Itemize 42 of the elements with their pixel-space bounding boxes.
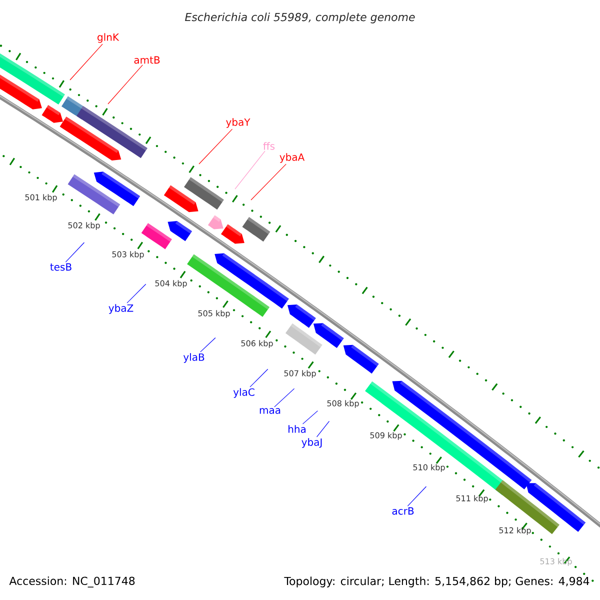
gene-label: amtB <box>134 56 160 64</box>
gene-label: ylaC <box>233 388 254 398</box>
footer-text: Topology: circular; Length: 5,154,862 bp; Genes: 4,984 <box>284 576 590 588</box>
leader-line <box>250 368 268 388</box>
gene-label: ffs <box>263 142 275 150</box>
scale-label: 513 kbp <box>540 558 572 566</box>
scale-label: 505 kbp <box>198 310 230 318</box>
gene-label: ylaB <box>183 353 204 363</box>
gene-label: ybaY <box>226 118 250 128</box>
scale-label: 506 kbp <box>241 340 273 348</box>
gene-label: maa <box>260 408 280 414</box>
leader-line <box>250 164 286 200</box>
scale-label: 507 kbp <box>284 370 316 378</box>
scale-label: 501 kbp <box>25 194 57 202</box>
gene-label: glnK <box>98 33 120 43</box>
gene-label: ybaA <box>280 153 305 163</box>
gene-label: ybaZ <box>108 304 134 314</box>
title: Escherichia coli 55989, complete genome <box>185 12 415 24</box>
leader-line <box>302 410 318 424</box>
scale-label: 502 kbp <box>68 222 100 230</box>
scale-label: 511 kbp <box>456 495 488 503</box>
leader-line <box>70 44 103 80</box>
leader-line <box>65 242 85 262</box>
leader-line <box>407 486 427 506</box>
gene-label: tesB <box>50 263 72 271</box>
leader-line <box>316 420 330 438</box>
footer-text: Accession: NC_011748 <box>9 576 135 588</box>
gene-label: hha <box>288 425 306 433</box>
scale-label: 509 kbp <box>370 432 402 440</box>
scale-label: 508 kbp <box>327 400 359 408</box>
leader-line <box>234 150 266 190</box>
gene-label: acrB <box>392 507 414 515</box>
scale-label: 504 kbp <box>155 280 187 288</box>
scale-label: 510 kbp <box>413 464 445 472</box>
scale-label: 503 kbp <box>112 251 144 259</box>
leader-line <box>126 284 146 304</box>
leader-line <box>200 337 216 352</box>
scale-label: 512 kbp <box>499 527 531 535</box>
leader-line <box>274 388 295 408</box>
leader-line <box>198 128 233 164</box>
gene-label: ybaJ <box>302 438 322 448</box>
leader-line <box>108 64 143 104</box>
